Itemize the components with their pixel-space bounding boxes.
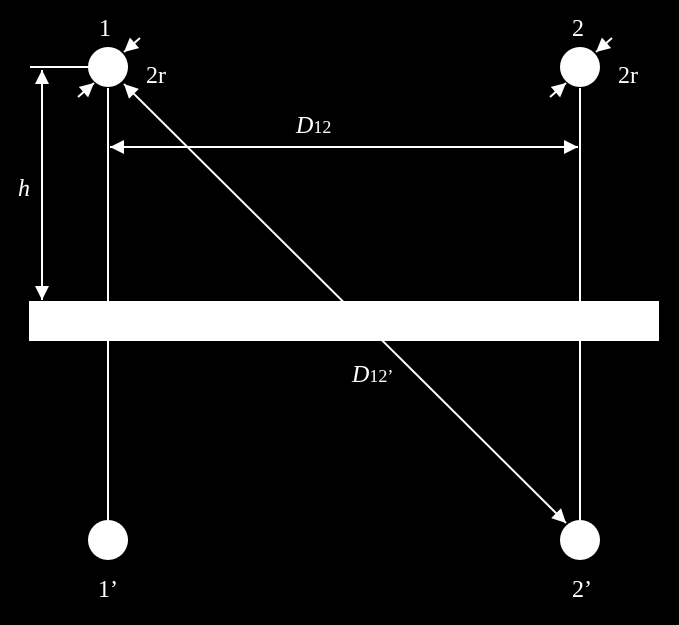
- height-label: h: [18, 176, 30, 202]
- d12-image-subscript: 12’: [369, 366, 393, 386]
- conductor-1-radius-label: 2r: [146, 63, 166, 89]
- conductor-2-image-label: 2’: [572, 577, 592, 603]
- conductor-1-image-circle: [88, 520, 128, 560]
- d12-image-dimension-arrow: [123, 83, 567, 524]
- ground-plane: [29, 301, 659, 341]
- conductor-1-radius-arrow-bottom: [77, 82, 95, 98]
- conductor-2-circle: [560, 47, 600, 87]
- d12-symbol: D: [295, 113, 313, 139]
- conductor-1-label: 1: [99, 16, 111, 42]
- conductor-1-circle: [88, 47, 128, 87]
- conductor-2-label: 2: [572, 16, 584, 42]
- conductor-2-radius-arrow-top: [595, 37, 613, 53]
- conductor-2-radius-arrow-bottom: [549, 82, 567, 98]
- conductor-1-radius-arrow-top: [123, 37, 141, 53]
- conductor-2-radius-label: 2r: [618, 63, 638, 89]
- d12-subscript: 12: [313, 117, 331, 137]
- conductor-1-image-label: 1’: [98, 577, 118, 603]
- d12-image-symbol: D: [351, 362, 369, 388]
- d12-label: D12: [295, 113, 331, 139]
- conductor-2-image-circle: [560, 520, 600, 560]
- d12-image-label: D12’: [351, 362, 393, 388]
